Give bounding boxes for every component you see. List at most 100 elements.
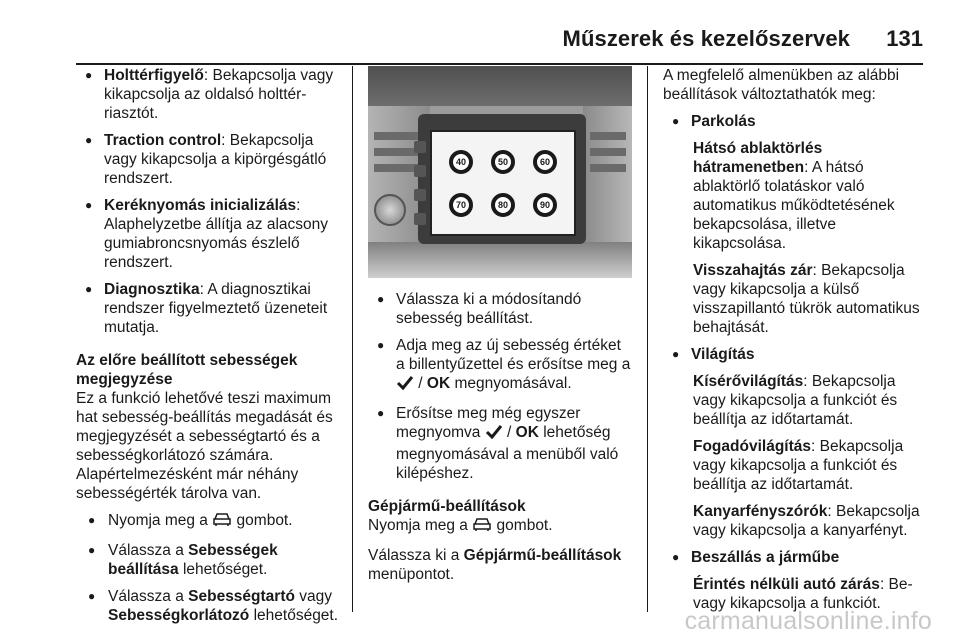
- paragraph: Nyomja meg a gombot.: [368, 516, 632, 538]
- touchscreen: [430, 130, 576, 236]
- checkmark-icon: [485, 424, 503, 445]
- text: Nyomja meg a: [368, 517, 473, 534]
- list-item: Világítás: [663, 345, 925, 364]
- term: Érintés nélküli autó zárás: [693, 576, 880, 593]
- text: Adja meg az új sebesség értéket a billen…: [396, 337, 631, 373]
- page-number: 131: [886, 26, 923, 51]
- text: megnyomásával.: [450, 375, 572, 392]
- side-buttons: [414, 141, 428, 231]
- term: Holttérfigyelő: [104, 67, 204, 84]
- term: Világítás: [691, 346, 755, 363]
- speed-preset: 60: [524, 140, 566, 183]
- term: Kísérővilágítás: [693, 373, 804, 390]
- photo-area: [368, 242, 632, 278]
- text: Válassza a: [108, 542, 189, 559]
- description: : Alaphelyzetbe állítja az alacsony gumi…: [104, 197, 329, 271]
- list-item: Keréknyomás inicializálás: Alaphelyzetbe…: [76, 196, 344, 272]
- page-header: Műszerek és kezelőszervek 131: [0, 18, 960, 65]
- speed-preset: 40: [440, 140, 482, 183]
- list-item: Válassza a Sebességek beállítása lehetős…: [76, 541, 344, 579]
- text: Erősítse meg még egyszer megnyomva: [396, 405, 581, 441]
- car-icon: [472, 517, 492, 538]
- speed-limit-sign: 50: [491, 149, 515, 174]
- column-divider-2: [647, 66, 648, 612]
- column-divider-1: [352, 66, 353, 612]
- speed-limit-sign: 40: [449, 149, 473, 174]
- description: : Bekapcsolja vagy kikapcsolja a külső v…: [693, 262, 920, 336]
- list-item: Adja meg az új sebesség értéket a billen…: [368, 336, 632, 396]
- term: Sebességkorlátozó: [108, 607, 250, 624]
- infotainment-screen-photo: 40 50 60 70 80 90: [368, 66, 632, 278]
- term: Beszállás a járműbe: [691, 549, 840, 566]
- description: : Bekapcsolja vagy kikapcsolja a funkció…: [693, 373, 898, 428]
- text: /: [414, 375, 427, 392]
- term: Parkolás: [691, 113, 756, 130]
- description: : Bekapcsolja vagy kikapcsolja a kipörgé…: [104, 132, 327, 187]
- section-heading: Gépjármű-beállítások: [368, 498, 526, 515]
- text: lehetőséget.: [178, 561, 268, 578]
- speed-limit-sign: 60: [533, 149, 557, 174]
- text: lehetőséget.: [249, 607, 339, 624]
- sub-item: Érintés nélküli autó zárás: Be- vagy kik…: [663, 575, 925, 613]
- volume-knob: [374, 194, 406, 226]
- text: Válassza ki a: [368, 547, 464, 564]
- vent-slat: [590, 132, 626, 140]
- vent-slat: [590, 164, 626, 172]
- sub-item: Visszahajtás zár: Bekapcsolja vagy kikap…: [663, 261, 925, 337]
- description: : Bekapcsolja vagy kikapcsolja a kanyarf…: [693, 503, 920, 539]
- side-button: [414, 141, 426, 153]
- list-item: Válassza a Sebességtartó vagy Sebességko…: [76, 587, 344, 625]
- vent-slat: [590, 148, 626, 156]
- term: Sebességek beállítása: [108, 542, 278, 578]
- vent-slat: [374, 148, 418, 156]
- term: Keréknyomás inicializálás: [104, 197, 297, 214]
- description: : Be- vagy kikapcsolja a funkciót.: [693, 576, 913, 612]
- text: Válassza a: [108, 588, 189, 605]
- list-item: Holttérfigyelő: Bekapcsolja vagy kikapcs…: [76, 66, 344, 123]
- section-heading: Az előre beállított sebességek megjegyzé…: [76, 352, 298, 388]
- header-rule: [76, 63, 923, 65]
- list-item: Válassza ki a módosítandó sebesség beáll…: [368, 290, 632, 328]
- list-item: Nyomja meg a gombot.: [76, 511, 344, 533]
- column-2: Válassza ki a módosítandó sebesség beáll…: [368, 290, 632, 592]
- sub-item: Fogadóvilágítás: Bekapcsolja vagy kikapc…: [663, 437, 925, 494]
- speed-limit-sign: 70: [449, 192, 473, 217]
- description: : Bekapcsolja vagy kikapcsolja az oldals…: [104, 67, 334, 122]
- sub-item: Kanyarfényszórók: Bekapcsolja vagy kikap…: [663, 502, 925, 540]
- description: : A hátsó ablaktörlő tolatáskor való aut…: [693, 159, 895, 252]
- speed-preset: 80: [482, 183, 524, 226]
- term: Visszahajtás zár: [693, 262, 813, 279]
- paragraph: Ez a funkció lehetővé teszi maximum hat …: [76, 390, 333, 502]
- car-icon: [212, 512, 232, 533]
- ok-label: OK: [426, 375, 451, 392]
- speed-preset-grid: 40 50 60 70 80 90: [440, 140, 566, 226]
- term: Hátsó ablaktörlés hátramenetben: [693, 140, 823, 176]
- list-item: Parkolás: [663, 112, 925, 131]
- text: Nyomja meg a: [108, 512, 213, 529]
- term: Fogadóvilágítás: [693, 438, 811, 455]
- watermark: carmanualsonline.info: [684, 607, 932, 635]
- term: Diagnosztika: [104, 281, 200, 298]
- text: vagy: [294, 588, 333, 605]
- speed-preset: 50: [482, 140, 524, 183]
- sub-item: Hátsó ablaktörlés hátramenetben: A hátsó…: [663, 139, 925, 253]
- speed-preset: 90: [524, 183, 566, 226]
- text: gombot.: [232, 512, 293, 529]
- paragraph: A megfelelő almenükben az alábbi beállít…: [663, 67, 900, 103]
- list-item: Beszállás a járműbe: [663, 548, 925, 567]
- side-button: [414, 213, 426, 225]
- page-title: Műszerek és kezelőszervek: [562, 26, 850, 51]
- vent-slat: [374, 132, 418, 140]
- description: : A diagnosztikai rendszer figyelmeztető…: [104, 281, 328, 336]
- text: gombot.: [492, 517, 553, 534]
- text: Válassza ki a módosítandó sebesség beáll…: [396, 291, 582, 327]
- photo-area: [368, 66, 632, 106]
- column-1: Holttérfigyelő: Bekapcsolja vagy kikapcs…: [76, 66, 344, 633]
- list-item: Erősítse meg még egyszer megnyomva / OK …: [368, 404, 632, 483]
- term: Kanyarfényszórók: [693, 503, 828, 520]
- text: lehetőség megnyomásával a menüből való k…: [396, 424, 619, 482]
- speed-limit-sign: 90: [533, 192, 557, 217]
- vent-slat: [374, 164, 418, 172]
- column-3: A megfelelő almenükben az alábbi beállít…: [663, 66, 925, 621]
- paragraph: Válassza ki a Gépjármű-beállítások menüp…: [368, 546, 632, 584]
